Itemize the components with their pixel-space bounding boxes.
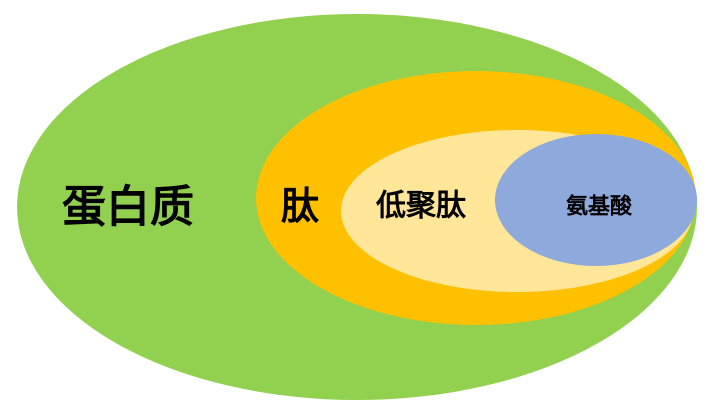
label-oligopeptide: 低聚肽 <box>375 189 467 224</box>
label-amino-acid: 氨基酸 <box>566 194 633 220</box>
label-peptide: 肽 <box>281 184 319 228</box>
amino-acid-ellipse <box>495 134 697 266</box>
label-protein: 蛋白质 <box>62 182 194 233</box>
